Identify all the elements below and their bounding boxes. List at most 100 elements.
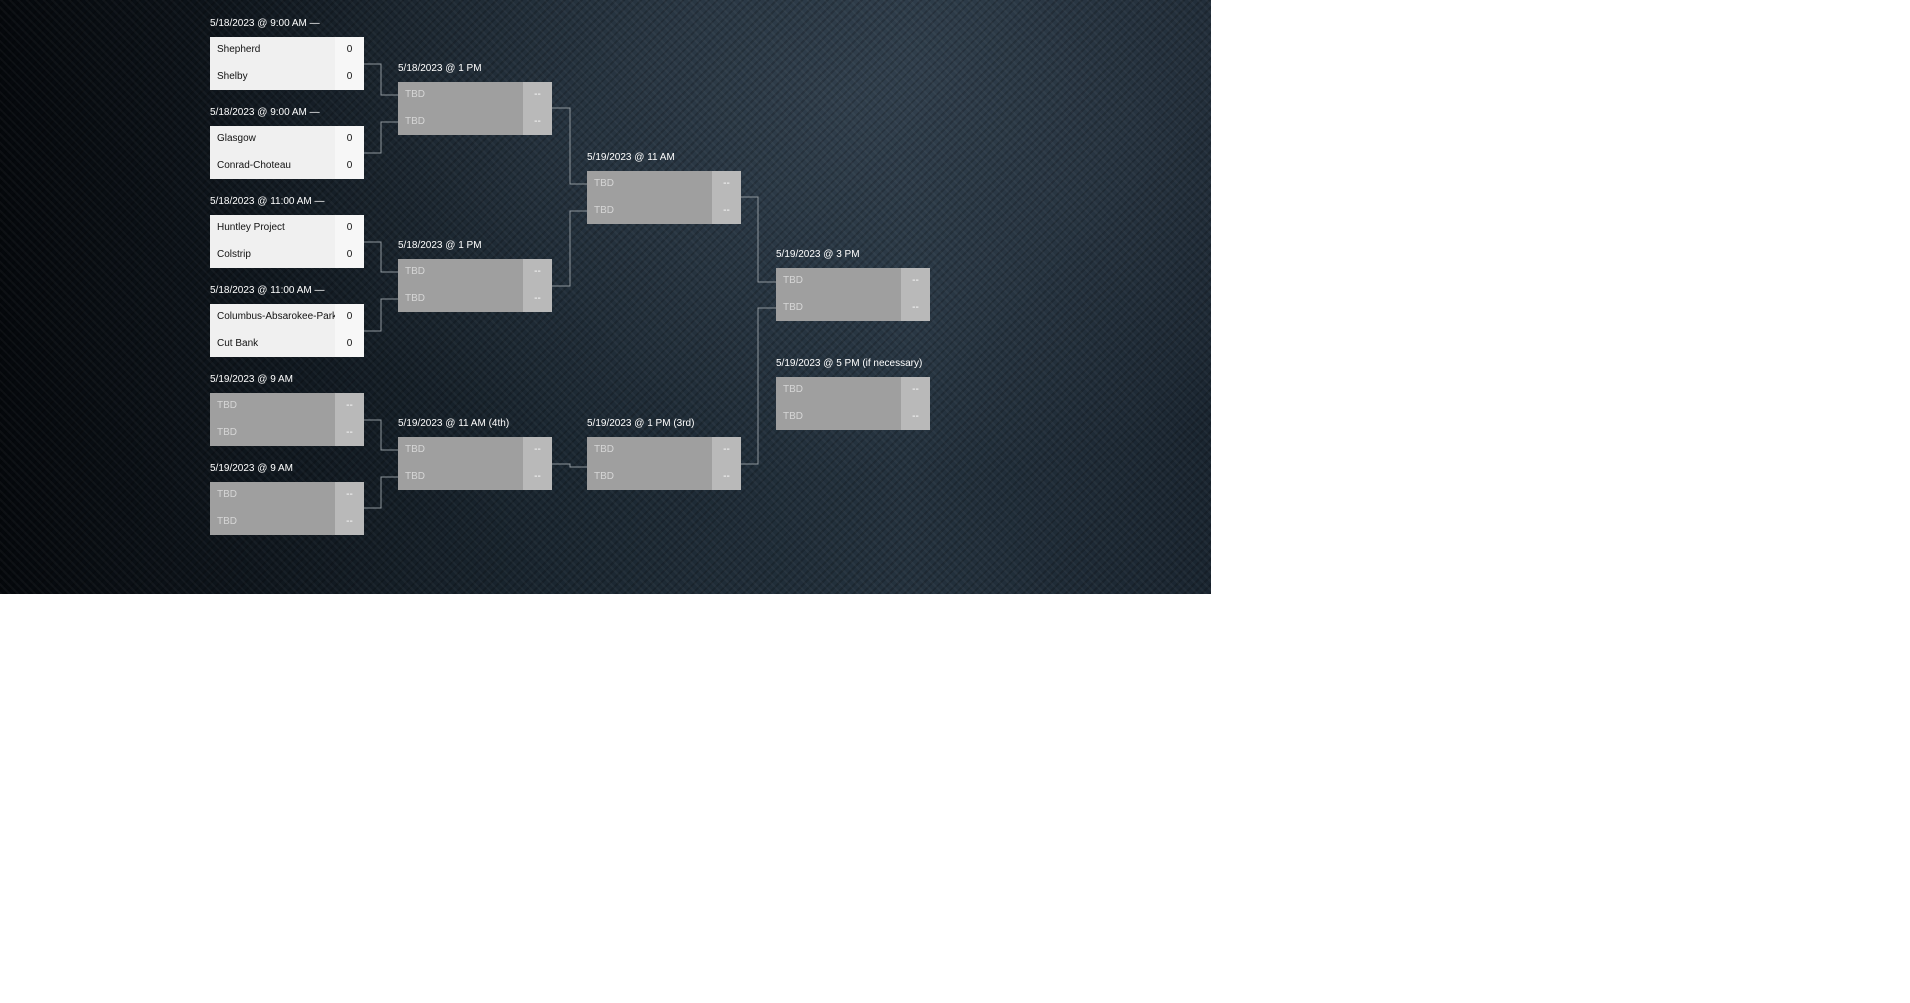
team-row[interactable]: TBD--: [587, 437, 741, 464]
match-time-label: 5/19/2023 @ 9 AM: [210, 374, 293, 385]
team-score: 0: [335, 241, 364, 268]
team-score: --: [901, 377, 930, 404]
match-time-label: 5/18/2023 @ 9:00 AM —: [210, 18, 320, 29]
connector-winner-champ: [740, 196, 776, 283]
team-name: TBD: [587, 437, 712, 464]
team-score: 0: [335, 304, 364, 331]
match-championship[interactable]: 5/19/2023 @ 3 PM TBD-- TBD--: [776, 249, 930, 321]
team-name: TBD: [398, 108, 523, 135]
match-winners-final[interactable]: 5/19/2023 @ 11 AM TBD-- TBD--: [587, 152, 741, 224]
team-score: --: [901, 294, 930, 321]
match-box[interactable]: TBD-- TBD--: [398, 259, 552, 312]
match-time-label: 5/19/2023 @ 9 AM: [210, 463, 293, 474]
team-row[interactable]: TBD--: [398, 437, 552, 464]
match-time-label: 5/18/2023 @ 9:00 AM —: [210, 107, 320, 118]
match-box[interactable]: TBD-- TBD--: [776, 377, 930, 430]
team-score: --: [712, 171, 741, 198]
team-name: Columbus-Absarokee-Park: [210, 304, 335, 331]
match-box[interactable]: TBD-- TBD--: [587, 171, 741, 224]
team-row[interactable]: TBD--: [398, 259, 552, 286]
match-box[interactable]: TBD-- TBD--: [776, 268, 930, 321]
team-name: Cut Bank: [210, 330, 335, 357]
team-name: TBD: [776, 294, 901, 321]
team-row[interactable]: TBD--: [776, 294, 930, 321]
match-time-label: 5/18/2023 @ 11:00 AM —: [210, 196, 325, 207]
team-score: --: [335, 482, 364, 509]
team-name: TBD: [398, 82, 523, 109]
team-name: Shepherd: [210, 37, 335, 64]
connector-qf2-sf1: [363, 121, 398, 154]
team-row[interactable]: TBD--: [210, 419, 364, 446]
match-time-label: 5/18/2023 @ 11:00 AM —: [210, 285, 325, 296]
team-name: TBD: [398, 259, 523, 286]
team-row[interactable]: TBD--: [776, 377, 930, 404]
team-name: Colstrip: [210, 241, 335, 268]
team-score: 0: [335, 63, 364, 90]
match-third-place[interactable]: 5/19/2023 @ 1 PM (3rd) TBD-- TBD--: [587, 418, 741, 490]
match-box[interactable]: TBD-- TBD--: [398, 437, 552, 490]
match-championship-if-necessary[interactable]: 5/19/2023 @ 5 PM (if necessary) TBD-- TB…: [776, 358, 930, 430]
connector-qf1-sf1: [363, 63, 398, 96]
team-row[interactable]: TBD--: [210, 393, 364, 420]
team-score: --: [335, 508, 364, 535]
team-row[interactable]: TBD--: [398, 463, 552, 490]
team-row[interactable]: TBD--: [776, 268, 930, 295]
match-box[interactable]: TBD-- TBD--: [587, 437, 741, 490]
connector-qf4-sf2: [363, 298, 398, 332]
team-row[interactable]: TBD--: [776, 403, 930, 430]
match-time-label: 5/19/2023 @ 11 AM (4th): [398, 418, 510, 429]
team-score: --: [712, 463, 741, 490]
team-score: --: [901, 403, 930, 430]
match-consolation-1[interactable]: 5/19/2023 @ 9 AM TBD-- TBD--: [210, 374, 364, 446]
team-name: TBD: [210, 393, 335, 420]
team-name: Conrad-Choteau: [210, 152, 335, 179]
team-name: TBD: [398, 285, 523, 312]
team-score: --: [523, 285, 552, 312]
match-box[interactable]: TBD-- TBD--: [210, 393, 364, 446]
team-score: --: [523, 437, 552, 464]
team-row[interactable]: TBD--: [398, 108, 552, 135]
match-consolation-2[interactable]: 5/19/2023 @ 9 AM TBD-- TBD--: [210, 463, 364, 535]
connector-third-champ: [740, 307, 776, 465]
connector-qf3-sf2: [363, 241, 398, 273]
team-row[interactable]: TBD--: [210, 482, 364, 509]
match-quarterfinal-4[interactable]: 5/18/2023 @ 11:00 AM — Columbus-Absaroke…: [210, 285, 364, 357]
team-score: --: [523, 108, 552, 135]
team-score: --: [335, 419, 364, 446]
team-row[interactable]: TBD--: [210, 508, 364, 535]
match-time-label: 5/19/2023 @ 3 PM: [776, 249, 860, 260]
team-name: TBD: [210, 419, 335, 446]
match-semifinal-2[interactable]: 5/18/2023 @ 1 PM TBD-- TBD--: [398, 240, 552, 312]
match-box[interactable]: TBD-- TBD--: [398, 82, 552, 135]
match-semifinal-1[interactable]: 5/18/2023 @ 1 PM TBD-- TBD--: [398, 63, 552, 135]
match-consolation-semifinal[interactable]: 5/19/2023 @ 11 AM (4th) TBD-- TBD--: [398, 418, 552, 490]
team-row[interactable]: TBD--: [398, 82, 552, 109]
team-row[interactable]: TBD--: [587, 463, 741, 490]
match-time-label: 5/19/2023 @ 5 PM (if necessary): [776, 358, 923, 369]
match-box[interactable]: TBD-- TBD--: [210, 482, 364, 535]
match-time-label: 5/19/2023 @ 11 AM: [587, 152, 675, 163]
team-score: 0: [335, 37, 364, 64]
team-row[interactable]: TBD--: [587, 197, 741, 224]
team-row[interactable]: TBD--: [587, 171, 741, 198]
team-score: --: [712, 197, 741, 224]
bracket-connector-lines: [363, 63, 776, 509]
team-name: TBD: [587, 463, 712, 490]
team-row[interactable]: TBD--: [398, 285, 552, 312]
